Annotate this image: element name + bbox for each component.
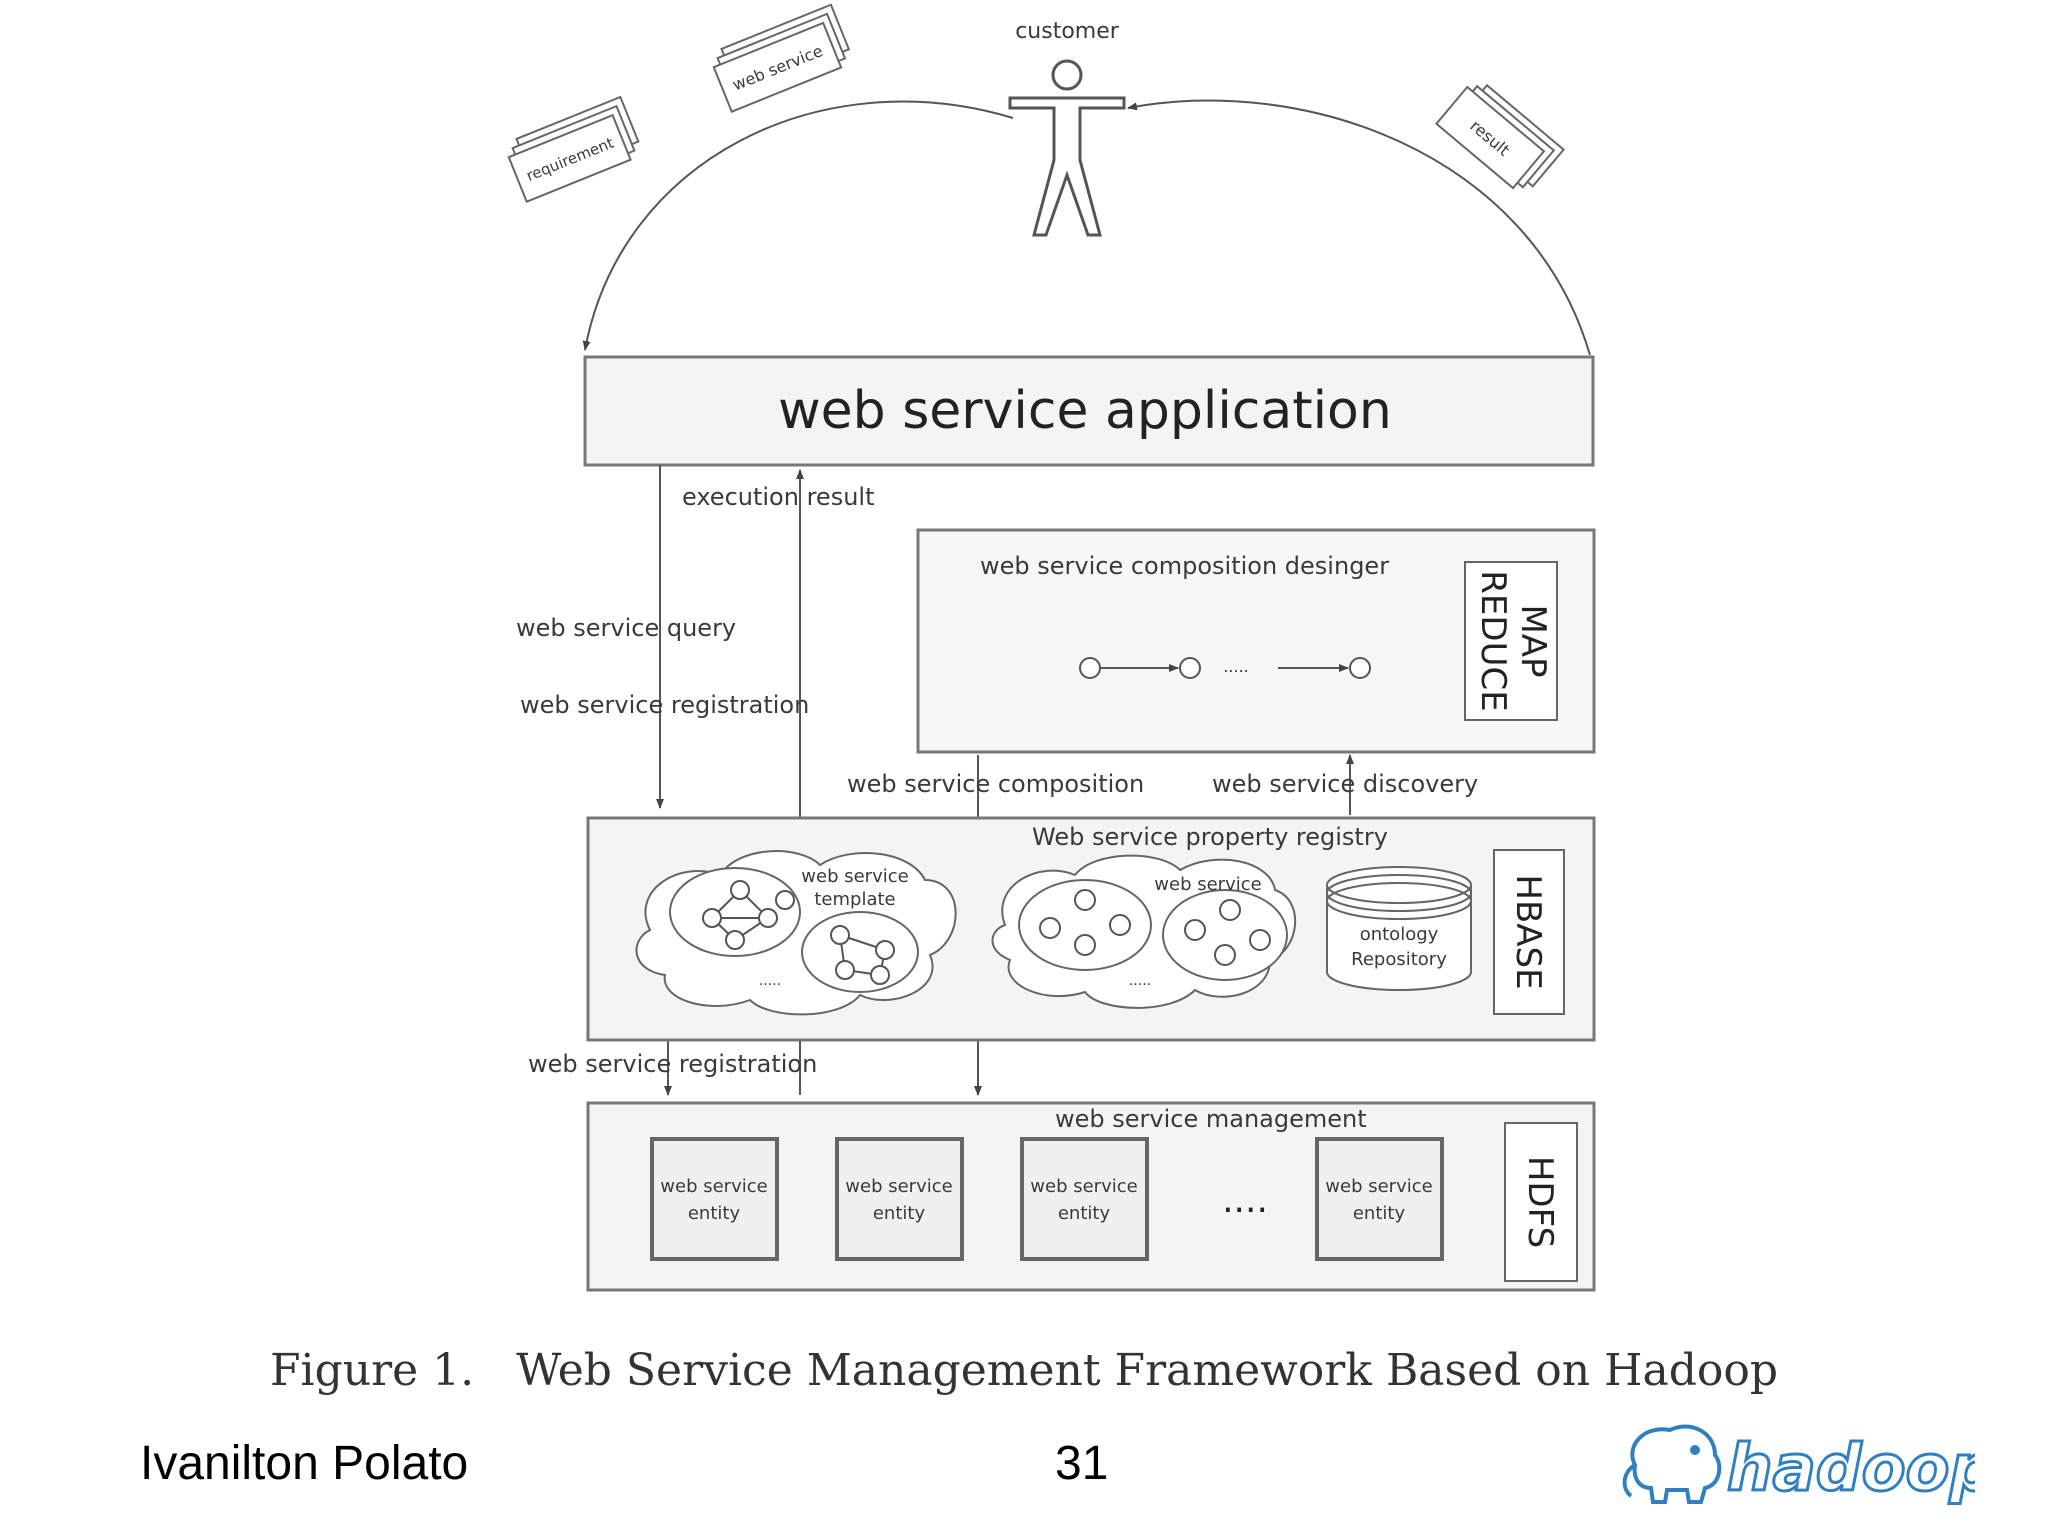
web-service-cloud-dots: ..... [1129, 973, 1151, 989]
entity-box-1: web service entity [650, 1137, 779, 1261]
template-graph-icon-1 [702, 880, 795, 950]
customer-label: customer [1015, 19, 1120, 44]
composition-dots: ..... [1223, 657, 1248, 676]
composition-flow-icon [1079, 657, 1371, 679]
ontology-repository-icon [1326, 866, 1472, 991]
web-service-registration-label-top: web service registration [520, 691, 809, 719]
property-registry-title: Web service property registry [1032, 823, 1388, 851]
template-label-line2: template [814, 889, 895, 910]
entity-label-line1: web service [1030, 1176, 1137, 1197]
page-number: 31 [1055, 1437, 1109, 1490]
entity-label-line2: entity [873, 1203, 926, 1224]
ontology-label-line2: Repository [1351, 949, 1447, 970]
hbase-label: HBASE [1508, 874, 1548, 989]
ontology-label-line1: ontology [1360, 924, 1439, 945]
entity-label-line2: entity [1058, 1203, 1111, 1224]
entity-label-line1: web service [1325, 1176, 1432, 1197]
customer-person-icon [1008, 59, 1126, 237]
template-label-line1: web service [801, 866, 908, 887]
elephant-icon [1622, 1424, 1722, 1504]
hadoop-logo-text: hadoop [1727, 1432, 1975, 1506]
web-service-registration-label-bottom: web service registration [528, 1050, 817, 1078]
template-graph-icon-2 [830, 925, 895, 985]
hdfs-label-box [1504, 1122, 1578, 1282]
web-service-application-title: web service application [778, 381, 1392, 441]
web-service-composition-label: web service composition [847, 770, 1144, 798]
execution-result-label: execution result [682, 483, 874, 511]
result-document-icon: result [1435, 83, 1566, 190]
web-service-circles-icon [1039, 889, 1271, 966]
entity-dots: .... [1222, 1180, 1268, 1221]
web-service-cloud-label: web service [1154, 874, 1261, 895]
entity-label-line2: entity [1353, 1203, 1406, 1224]
hadoop-logo: hadoop [1622, 1424, 1975, 1508]
hbase-label-box [1493, 849, 1565, 1015]
web-service-cloud [991, 854, 1297, 1009]
template-cloud-dots: ..... [759, 973, 781, 989]
entity-label-line1: web service [660, 1176, 767, 1197]
web-service-query-label: web service query [516, 614, 736, 642]
web-service-management-title: web service management [1055, 1105, 1367, 1133]
footer-author: Ivanilton Polato [140, 1437, 469, 1490]
entity-box-3: web service entity [1020, 1137, 1149, 1261]
hdfs-label: HDFS [1520, 1156, 1560, 1248]
composition-designer-title: web service composition desinger [980, 552, 1389, 580]
entity-label-line1: web service [845, 1176, 952, 1197]
mapreduce-label-line1: MAP [1513, 604, 1553, 677]
entity-box-4: web service entity [1315, 1137, 1444, 1261]
figure-caption: Figure 1. Web Service Management Framewo… [269, 1345, 1779, 1396]
customer-flow-arc [582, 100, 1014, 351]
web-service-application-box [583, 355, 1595, 467]
web-service-discovery-label: web service discovery [1212, 770, 1478, 798]
entity-box-2: web service entity [835, 1137, 964, 1261]
web-service-document-icon: web service [712, 3, 851, 113]
mapreduce-label-line2: REDUCE [1473, 570, 1513, 711]
entity-label-line2: entity [688, 1203, 741, 1224]
requirement-document-icon: requirement [507, 95, 640, 203]
mapreduce-label-box [1464, 561, 1558, 721]
